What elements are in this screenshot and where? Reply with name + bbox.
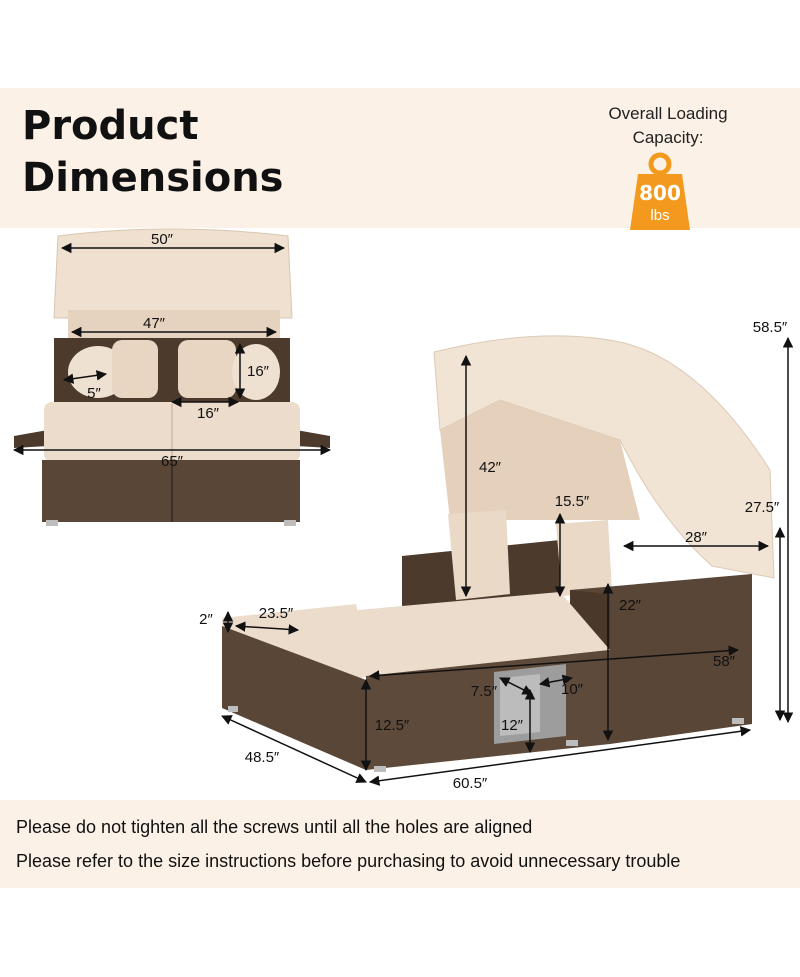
dim-inner-width: 47″ <box>143 315 166 332</box>
dim-drawer-depth: 12″ <box>501 717 524 734</box>
capacity-label-line-2: Capacity: <box>632 128 704 147</box>
product-diagram: 50″ 47″ 5″ 16″ 16″ 65″ <box>12 228 794 792</box>
dim-ottoman-depth: 23.5″ <box>259 605 294 622</box>
notes-band <box>0 800 800 888</box>
capacity-value: 800 <box>639 181 681 205</box>
side-view-daybed <box>222 335 775 772</box>
dim-cushion-thickness: 2″ <box>199 611 213 628</box>
dim-drawer-width: 10″ <box>561 681 584 698</box>
dim-overall-height: 58.5″ <box>753 319 788 336</box>
dim-pillow-width: 16″ <box>197 405 220 422</box>
dim-drawer-height: 7.5″ <box>471 683 498 700</box>
capacity-label: Overall Loading Capacity: <box>598 102 738 150</box>
weight-icon: 800 lbs <box>630 152 690 230</box>
page-title: Product Dimensions <box>22 100 283 204</box>
dim-canopy-height: 42″ <box>479 459 502 476</box>
dim-pillow-height: 16″ <box>247 363 270 380</box>
dim-pillow-depth: 5″ <box>87 385 101 402</box>
note-screws: Please do not tighten all the screws unt… <box>16 817 533 837</box>
capacity-unit: lbs <box>650 207 669 224</box>
dim-overall-width: 65″ <box>161 453 184 470</box>
dim-armrest-height: 27.5″ <box>745 499 780 516</box>
dim-canopy-depth: 28″ <box>685 529 708 546</box>
dim-pillow-height-side: 15.5″ <box>555 493 590 510</box>
dim-seat-height: 12.5″ <box>375 717 410 734</box>
title-line-1: Product <box>22 103 199 149</box>
dim-canopy-width: 50″ <box>151 231 174 248</box>
note-size-instructions: Please refer to the size instructions be… <box>16 851 681 871</box>
title-line-2: Dimensions <box>22 155 284 201</box>
capacity-label-line-1: Overall Loading <box>608 104 728 123</box>
front-view-daybed <box>14 228 330 526</box>
dim-seat-depth: 58″ <box>713 653 736 670</box>
dim-backrest-height: 22″ <box>619 597 642 614</box>
dim-side-depth: 48.5″ <box>245 749 280 766</box>
dim-overall-length: 60.5″ <box>453 775 488 792</box>
